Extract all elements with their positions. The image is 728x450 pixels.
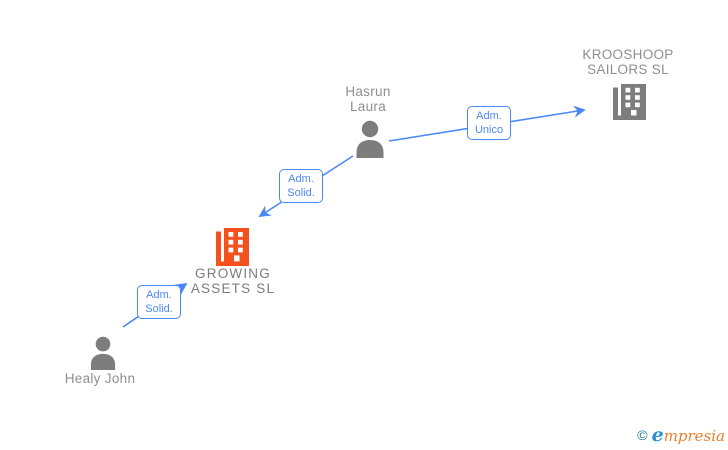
- brand-name: mpresia: [663, 427, 725, 445]
- copyright-icon: ©: [637, 427, 648, 443]
- person-name-line: Hasrun: [345, 84, 391, 99]
- person-icon[interactable]: [86, 336, 120, 370]
- building-icon-focus[interactable]: [216, 228, 249, 266]
- company-name-line: GROWING: [195, 266, 271, 281]
- edge-label-adm-solid-upper: Adm. Solid.: [279, 169, 323, 203]
- person-name-line: Healy John: [64, 371, 136, 386]
- edge-label-line: Adm.: [476, 110, 502, 122]
- node-label-hasrun-laura[interactable]: Hasrun Laura: [298, 84, 438, 114]
- building-icon[interactable]: [613, 84, 646, 120]
- person-icon[interactable]: [353, 120, 387, 158]
- edge-label-line: Solid.: [145, 303, 173, 315]
- edge-label-line: Adm.: [288, 173, 314, 185]
- edge-label-adm-unico: Adm. Unico: [467, 106, 511, 140]
- company-name-line: ASSETS SL: [190, 281, 276, 296]
- node-label-healy-john[interactable]: Healy John: [30, 371, 170, 386]
- company-name-line: KROOSHOOP: [582, 47, 674, 62]
- edge-label-line: Solid.: [287, 187, 315, 199]
- edge-label-line: Unico: [474, 124, 504, 136]
- edge-label-line: Adm.: [146, 289, 172, 301]
- node-label-growing-assets[interactable]: GROWING ASSETS SL: [163, 266, 303, 296]
- person-name-line: Laura: [349, 99, 387, 114]
- company-name-line: SAILORS SL: [587, 62, 669, 77]
- brand-initial: e: [651, 424, 664, 446]
- node-label-krooshoop-sailors[interactable]: KROOSHOOP SAILORS SL: [558, 47, 698, 77]
- empresia-logo[interactable]: ©empresia: [637, 424, 725, 446]
- edge-label-adm-solid-lower: Adm. Solid.: [137, 285, 181, 319]
